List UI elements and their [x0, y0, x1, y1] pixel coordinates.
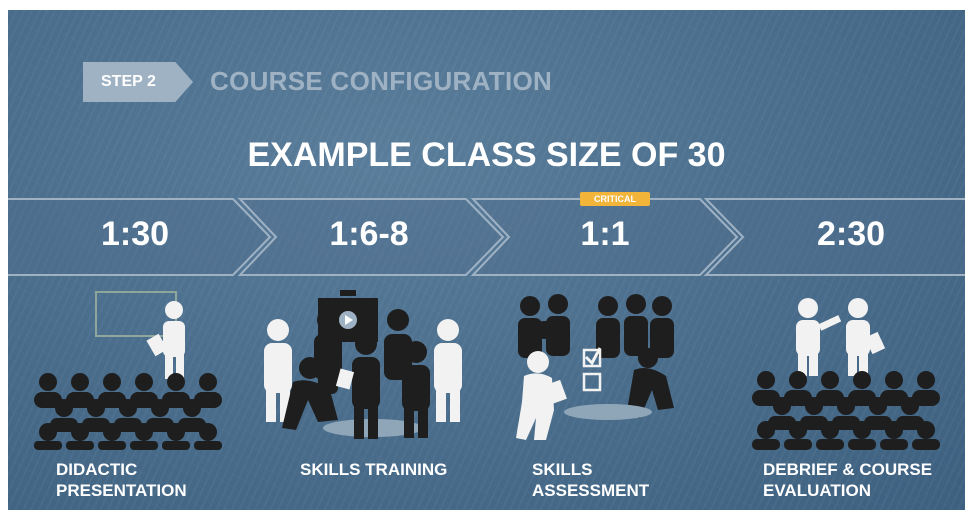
- step-title: COURSE CONFIGURATION: [210, 66, 553, 96]
- ratio-skills-training: 1:6-8: [329, 215, 409, 253]
- chevron-2: [237, 198, 505, 276]
- step-badge: STEP 2: [83, 62, 193, 102]
- ratio-debrief: 2:30: [816, 215, 886, 253]
- main-title: EXAMPLE CLASS SIZE OF 30: [247, 136, 726, 174]
- label-skills-training: SKILLS TRAINING: [300, 460, 448, 479]
- ratio-skills-assessment: 1:1: [580, 215, 630, 253]
- chevron-3: [470, 198, 739, 276]
- label-didactic-presentation: DIDACTIC PRESENTATION: [56, 460, 187, 500]
- chevron-4: [703, 198, 965, 276]
- critical-badge: CRITICAL: [580, 192, 650, 206]
- label-skills-assessment: SKILLS ASSESSMENT: [532, 460, 650, 500]
- ratio-didactic: 1:30: [100, 215, 170, 253]
- chevron-1: [8, 198, 272, 276]
- skills-training-group-icon: [264, 290, 462, 439]
- classroom-presentation-icon: [34, 291, 222, 450]
- skills-assessment-icon: [516, 294, 674, 440]
- debrief-evaluation-icon: [752, 298, 940, 450]
- slide: STEP 2 COURSE CONFIGURATION EXAMPLE CLAS…: [8, 10, 965, 510]
- label-debrief-evaluation: DEBRIEF & COURSE EVALUATION: [763, 460, 933, 500]
- ratio-chevron-band: [8, 198, 965, 276]
